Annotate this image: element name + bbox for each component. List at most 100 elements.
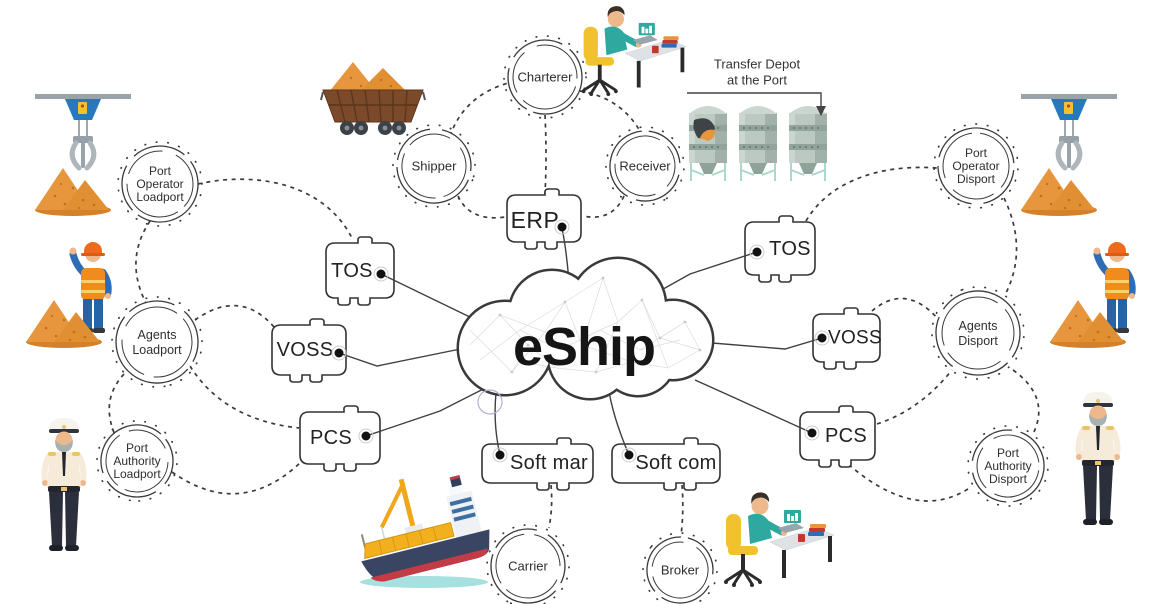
system-box-tos-right: TOS xyxy=(744,215,816,283)
connection-softmar-carrier xyxy=(548,484,553,529)
port-authority-disport-label-2: Authority xyxy=(984,459,1031,473)
box-outline xyxy=(611,437,721,491)
system-box-voss-left: VOSS xyxy=(271,318,347,383)
voss-left-connector-dot xyxy=(334,348,344,358)
connection-softcom-broker xyxy=(680,484,684,537)
pcs-right-label: PCS xyxy=(825,425,867,447)
box-outline xyxy=(325,236,395,306)
stakeholder-charterer: Charterer xyxy=(503,35,587,119)
port-operator-disport-label-1: Port xyxy=(965,146,988,160)
system-box-voss-right: VOSS xyxy=(812,307,882,370)
soft-mar-connector-dot xyxy=(495,450,505,460)
stakeholder-agents-loadport: Agents Loadport xyxy=(111,296,203,388)
connection-shipper-erp xyxy=(457,195,506,219)
port-operator-disport-label-3: Disport xyxy=(957,172,996,186)
port-operator-loadport-label-1: Port xyxy=(149,164,172,178)
connection-portoperator-loadport-tos xyxy=(197,178,353,239)
office-worker-top-icon xyxy=(582,6,687,96)
stakeholder-circles: Charterer Shipper Receiver Port Operator… xyxy=(96,35,1049,604)
stakeholder-broker: Broker xyxy=(642,532,718,604)
system-box-erp: ERP xyxy=(506,188,582,250)
office-worker-bottom-icon xyxy=(724,492,834,587)
box-outline xyxy=(799,405,876,468)
connection-portoperator-disport-agents-disport xyxy=(1003,197,1018,294)
transfer-depot-arrowhead xyxy=(816,106,826,116)
voss-right-connector-dot xyxy=(817,333,827,343)
connection-charterer-receiver xyxy=(579,90,642,134)
cargo-ship-icon xyxy=(342,459,498,590)
agents-loadport-label-1: Agents xyxy=(138,328,177,342)
captain-loadport-icon xyxy=(42,418,86,551)
carrier-label: Carrier xyxy=(508,559,548,574)
transfer-depot-annotation: Transfer Depot at the Port xyxy=(687,57,826,116)
box-outline xyxy=(744,215,816,283)
pcs-left-connector-dot xyxy=(361,431,371,441)
pcs-left-label: PCS xyxy=(310,427,352,449)
dashed-connections xyxy=(108,82,1040,537)
system-box-pcs-right: PCS xyxy=(799,405,876,468)
system-box-tos-left: TOS xyxy=(325,236,395,306)
network-mesh xyxy=(469,276,702,374)
connector-dots xyxy=(331,219,830,463)
voss-left-label: VOSS xyxy=(277,339,334,361)
connection-agents-disport-portauthority-disport xyxy=(1012,369,1040,437)
connection-portauthority-disport-pcs xyxy=(847,463,969,502)
connection-portauthority-loadport-pcs xyxy=(171,461,302,495)
agents-loadport-label-2: Loadport xyxy=(132,343,182,357)
soft-com-label: Soft com xyxy=(635,452,716,474)
tos-left-label: TOS xyxy=(331,260,373,282)
charterer-label: Charterer xyxy=(518,70,574,85)
port-operator-loadport-label-3: Loadport xyxy=(136,190,184,204)
connection-portoperator-loadport-agents-loadport xyxy=(135,220,151,304)
connection-shipper-charterer xyxy=(449,82,509,137)
erp-label: ERP xyxy=(511,207,560,233)
port-worker-disport-icon xyxy=(1050,242,1135,348)
transfer-depot-label-1: Transfer Depot xyxy=(714,57,801,72)
connection-agents-loadport-portauthority-loadport xyxy=(108,373,125,436)
connection-voss-agents-disport xyxy=(871,297,940,321)
stakeholder-port-authority-disport: Port Authority Disport xyxy=(967,425,1049,507)
agents-disport-label-2: Disport xyxy=(958,334,998,348)
port-authority-loadport-label-3: Loadport xyxy=(113,467,161,481)
voss-right-label: VOSS xyxy=(828,328,882,349)
stakeholder-port-operator-loadport: Port Operator Loadport xyxy=(117,141,203,227)
box-outline xyxy=(481,437,594,491)
connector-pcs-right-cloud xyxy=(694,379,813,434)
connection-agents-loadport-pcs xyxy=(189,365,300,429)
receiver-label: Receiver xyxy=(619,159,671,174)
box-outline xyxy=(299,405,381,472)
tos-left-connector-dot xyxy=(376,269,386,279)
connection-tos-portoperator-disport xyxy=(805,166,938,222)
soft-mar-label: Soft mar xyxy=(510,452,588,474)
system-boxes: ERP TOS VOSS PCS TOS VOSS PCS Soft mar xyxy=(271,188,882,491)
shipper-label: Shipper xyxy=(412,159,457,174)
connection-charterer-erp xyxy=(544,114,547,195)
box-outline xyxy=(271,318,347,383)
illustrations xyxy=(26,6,1135,588)
port-worker-loadport-icon xyxy=(26,242,111,348)
port-authority-disport-label-3: Disport xyxy=(989,472,1028,486)
box-outline xyxy=(812,307,881,370)
stakeholder-receiver: Receiver xyxy=(605,126,685,206)
port-operator-disport-label-2: Operator xyxy=(952,159,999,173)
erp-connector-dot xyxy=(557,222,567,232)
transfer-depot-arrow-line xyxy=(687,92,822,108)
connection-pcs-agents-disport xyxy=(876,369,953,425)
grab-crane-disport-icon xyxy=(1021,94,1117,216)
port-authority-loadport-label-2: Authority xyxy=(113,454,160,468)
agents-disport-label-1: Agents xyxy=(959,319,998,333)
grab-crane-loadport-icon xyxy=(35,94,131,216)
connection-agents-loadport-voss xyxy=(194,304,275,328)
eship-label: eShip xyxy=(513,317,655,377)
system-box-soft-mar: Soft mar xyxy=(481,437,594,491)
stakeholder-carrier: Carrier xyxy=(486,524,570,604)
tos-right-connector-dot xyxy=(752,247,762,257)
captain-disport-icon xyxy=(1076,392,1120,525)
system-box-pcs-left: PCS xyxy=(299,405,381,472)
soft-com-connector-dot xyxy=(624,450,634,460)
stakeholder-port-operator-disport: Port Operator Disport xyxy=(933,123,1019,209)
ore-wagon-icon xyxy=(320,61,426,136)
port-authority-disport-label-1: Port xyxy=(997,446,1020,460)
